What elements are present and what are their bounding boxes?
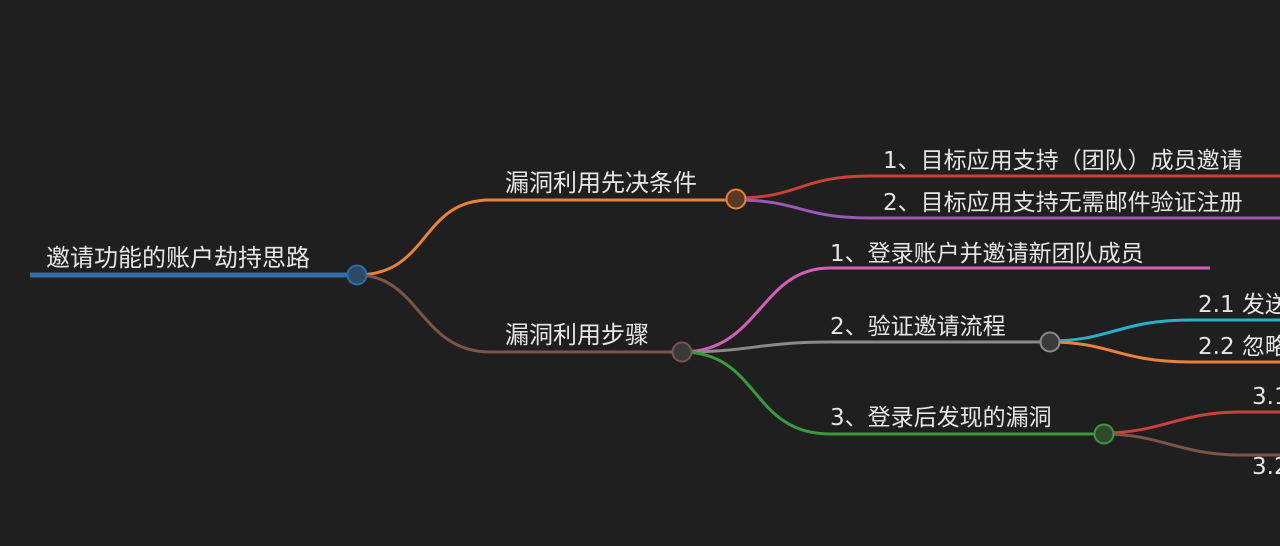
branch-label-steps[interactable]: 漏洞利用步骤 — [505, 321, 649, 349]
prerequisites-node-circle[interactable] — [725, 188, 747, 210]
connector-step-2 — [681, 340, 1050, 354]
root-node[interactable]: 邀请功能的账户劫持思路 — [30, 244, 357, 278]
step-2-1-label[interactable]: 2.1 发送 — [1198, 292, 1280, 318]
step-3-2-label[interactable]: 3.2 — [1252, 454, 1280, 480]
step-2-2-label[interactable]: 2.2 忽略 — [1198, 334, 1280, 360]
connector-prereq-2 — [735, 198, 1280, 220]
step-3-1-label[interactable]: 3.1 — [1252, 384, 1280, 410]
connector-step-3-1 — [1103, 410, 1280, 435]
connector-step-2-1 — [1049, 318, 1280, 343]
step-label-2[interactable]: 2、验证邀请流程 — [830, 314, 1006, 340]
connector-prereq-1 — [735, 174, 1280, 200]
post-login-node-circle[interactable] — [1093, 423, 1115, 445]
verify-flow-node-circle[interactable] — [1039, 331, 1061, 353]
connector-branch-steps — [356, 273, 682, 354]
connector-step-3 — [681, 350, 1104, 436]
prereq-label-2[interactable]: 2、目标应用支持无需邮件验证注册 — [883, 190, 1243, 216]
connector-branch-prerequisites — [356, 198, 736, 277]
root-label: 邀请功能的账户劫持思路 — [46, 244, 310, 272]
steps-node-circle[interactable] — [671, 341, 693, 363]
connector-step-3-2 — [1103, 432, 1280, 457]
prereq-label-1[interactable]: 1、目标应用支持（团队）成员邀请 — [883, 148, 1243, 174]
step-label-3[interactable]: 3、登录后发现的漏洞 — [830, 405, 1052, 431]
connector-step-1 — [681, 266, 1210, 354]
step-label-1[interactable]: 1、登录账户并邀请新团队成员 — [830, 241, 1144, 267]
connector-step-2-2 — [1049, 340, 1280, 364]
branch-label-prerequisites[interactable]: 漏洞利用先决条件 — [505, 169, 697, 197]
root-node-circle[interactable] — [346, 264, 368, 286]
